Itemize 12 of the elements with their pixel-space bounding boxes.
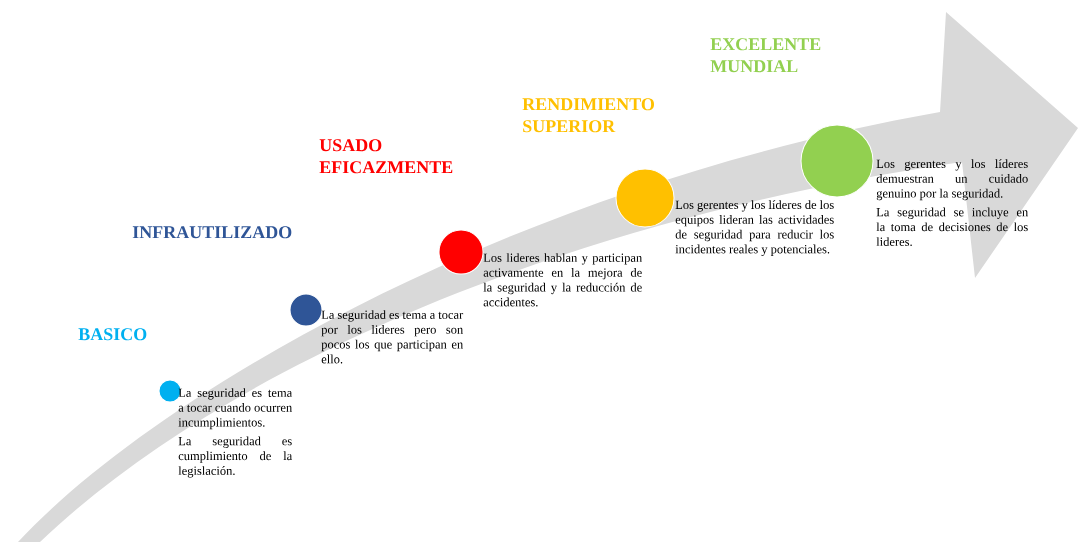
stage-heading: INFRAUTILIZADO	[132, 226, 292, 239]
description-text: La seguridad se incluye en la toma de decisiones de los lideres.	[876, 207, 1028, 247]
description-text: Los gerentes y los líderes de los equipos lideran las actividades de seguridad para reducir los incidentes reales y potenciales.	[675, 200, 834, 256]
description-text: La seguridad es cumplimiento de la legislación.	[178, 436, 293, 478]
description-text: La seguridad es tema a tocar cuando ocurren incumplimientos.	[178, 388, 293, 430]
stage-heading: EXCELENTE MUNDIAL	[710, 38, 821, 73]
description-text: Los gerentes y los líderes demuestran un cuidado genuino por la seguridad.	[876, 159, 1028, 201]
description-text: La seguridad es tema a tocar por los lideres pero son pocos los que participan en ello.	[321, 310, 464, 364]
stage-heading: RENDIMIENTO SUPERIOR	[522, 98, 654, 133]
stage-heading: USADO EFICAZMENTE	[319, 139, 453, 174]
description-text: Los lideres hablan y participan activamente en la mejora de la seguridad y la reducción de accidentes.	[483, 253, 642, 307]
stage-heading: BASICO	[78, 328, 147, 341]
